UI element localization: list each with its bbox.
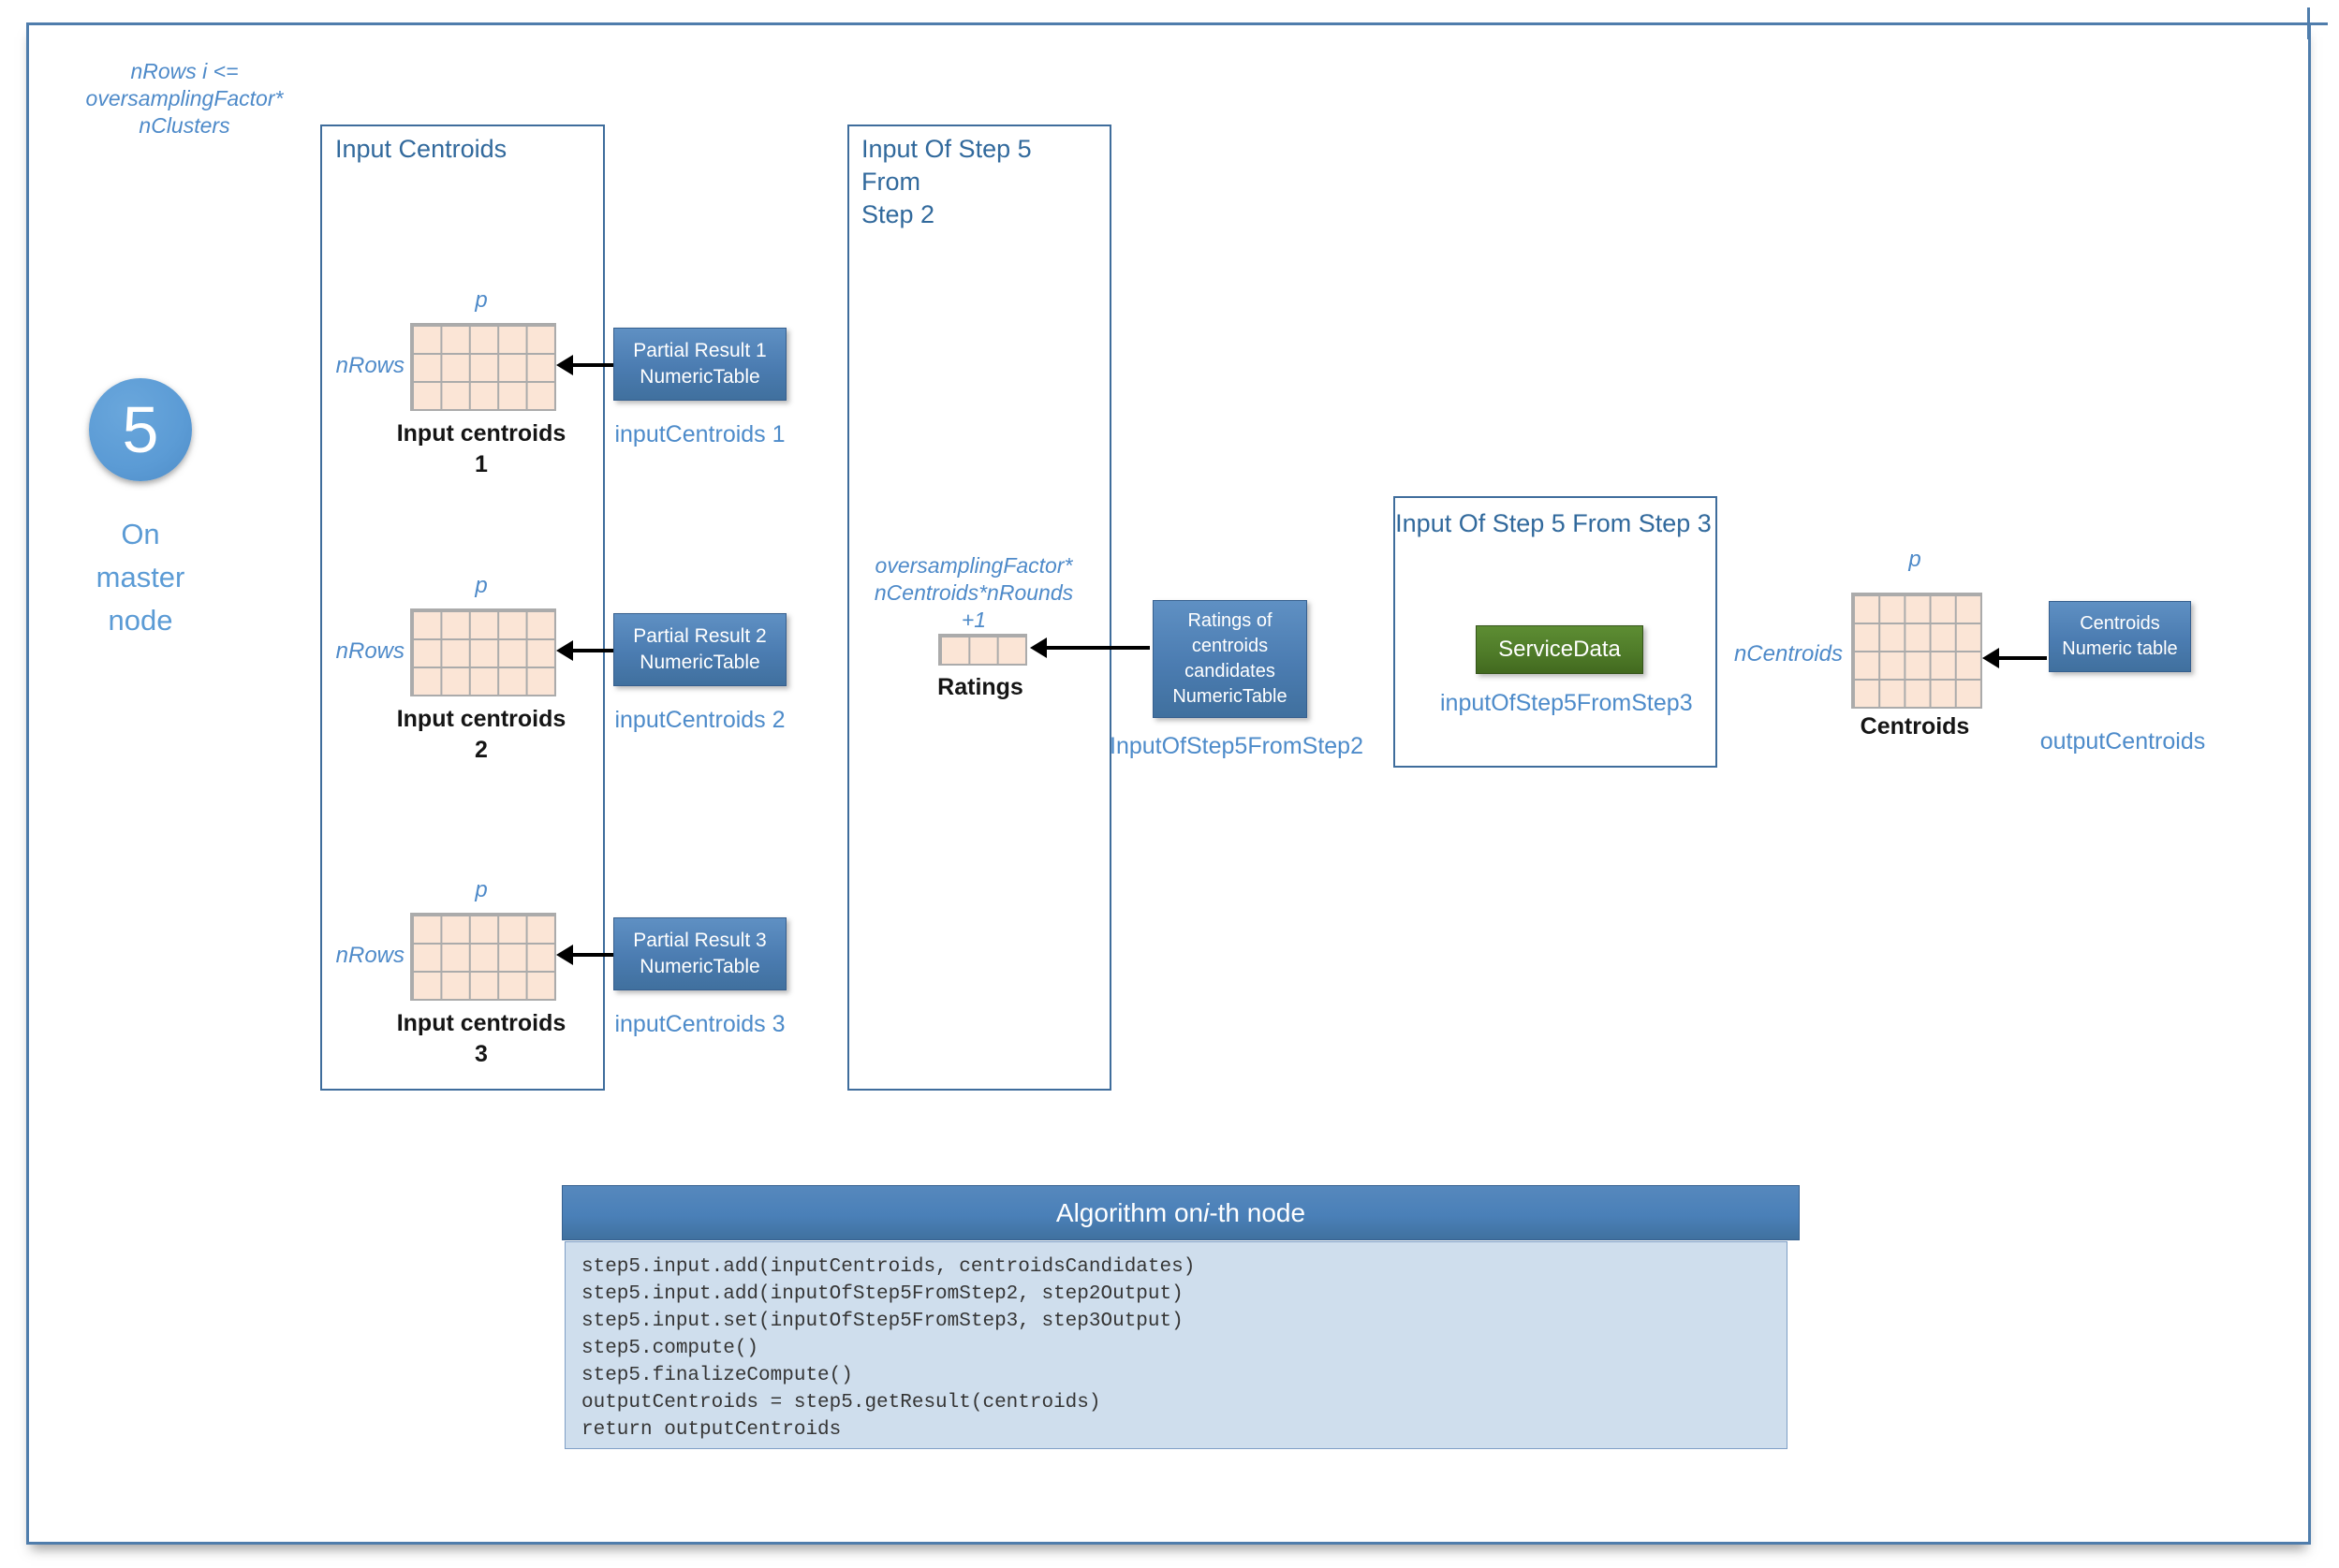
algorithm-title-prefix: Algorithm on (1055, 1197, 1204, 1227)
dim-line: nCentroids*nRounds (874, 579, 1074, 605)
code-line: step5.input.add(inputCentroids, centroid… (581, 1256, 1196, 1278)
ratings-dim-label: oversamplingFactor* nCentroids*nRounds +… (850, 552, 1097, 633)
grid-caption: Input centroids 2 (382, 704, 581, 765)
numeric-table-grid (410, 323, 556, 411)
step2-panel (847, 125, 1111, 1091)
rows-dim-label: nRows (335, 638, 405, 664)
caption-line: master (96, 560, 185, 593)
centroids-node-box: Centroids Numeric table (2049, 593, 2196, 703)
arrow-to-grid (556, 945, 613, 965)
variable-label: inputCentroids 1 (614, 421, 786, 447)
algorithm-title-suffix: -th node (1209, 1197, 1306, 1227)
partial-result-node-box: Partial Result 1 NumericTable (613, 321, 794, 407)
caption-line: Input centroids (396, 706, 566, 732)
ratings-caption: Ratings (937, 674, 1023, 700)
node-box-line: Centroids (2080, 613, 2160, 634)
code-line: step5.compute() (581, 1338, 759, 1359)
constraint-line: oversamplingFactor* (85, 85, 284, 110)
code-line: step5.input.add(inputOfStep5FromStep2, s… (581, 1283, 1184, 1305)
arrow-to-grid (556, 640, 613, 661)
centroids-caption: Centroids (1860, 713, 1970, 740)
partial-result-node-box: Partial Result 2 NumericTable (613, 607, 794, 693)
ratings-strip-grid (938, 634, 1027, 666)
variable-label: InputOfStep5FromStep2 (1110, 733, 1363, 759)
variable-label: inputCentroids 3 (614, 1011, 786, 1037)
variable-label: outputCentroids (2039, 728, 2206, 755)
constraint-annotation: nRows i <= oversamplingFactor* nClusters (58, 58, 311, 139)
constraint-line: nClusters (139, 112, 230, 138)
node-box-line: Ratings of (1187, 610, 1272, 631)
code-line: step5.input.set(inputOfStep5FromStep3, s… (581, 1311, 1184, 1332)
rows-dim-label: nRows (335, 943, 405, 968)
code-line: return outputCentroids (581, 1419, 842, 1441)
caption-index: 3 (475, 1040, 488, 1067)
node-box-line: NumericTable (640, 366, 760, 388)
grid-caption: Input centroids 3 (382, 1008, 581, 1069)
frame-corner-overshoot-horizontal (2294, 22, 2328, 25)
step-number-badge: 5 (89, 378, 192, 481)
code-line: outputCentroids = step5.getResult(centro… (581, 1392, 1101, 1414)
numeric-table-grid (410, 608, 556, 696)
centroids-grid (1851, 593, 1982, 709)
constraint-line: nRows i <= (130, 59, 239, 83)
title-line: Step 2 (861, 200, 935, 229)
algorithm-code-panel: step5.input.add(inputCentroids, centroid… (565, 1241, 1787, 1449)
service-data-label: ServiceData (1498, 637, 1621, 662)
node-box-line: NumericTable (640, 652, 760, 673)
service-data-box: ServiceData (1476, 618, 1643, 681)
dim-line: oversamplingFactor* (875, 553, 1073, 578)
rows-dim-label: nCentroids (1733, 641, 1843, 667)
step2-panel-title: Input Of Step 5 From Step 2 (861, 133, 1096, 231)
code-line: step5.finalizeCompute() (581, 1365, 853, 1386)
variable-label: inputOfStep5FromStep3 (1440, 690, 1693, 716)
caption-index: 1 (475, 450, 488, 477)
cols-dim-label: p (475, 287, 488, 313)
rows-dim-label: nRows (335, 353, 405, 378)
grid-caption: Input centroids 1 (382, 418, 581, 479)
node-box-line: centroids (1191, 636, 1269, 656)
cols-dim-label: p (475, 573, 488, 598)
step3-panel-title: Input Of Step 5 From Step 3 (1395, 509, 1712, 537)
node-box-line: Partial Result 3 (633, 929, 767, 951)
caption-line: On (121, 518, 160, 550)
node-box-line: Partial Result 1 (633, 339, 767, 361)
caption-index: 2 (475, 736, 488, 763)
cols-dim-label: p (475, 877, 488, 902)
node-box-line: NumericTable (1172, 686, 1287, 707)
step-number: 5 (122, 393, 159, 466)
caption-line: node (108, 603, 173, 637)
partial-result-node-box: Partial Result 3 NumericTable (613, 911, 794, 997)
algorithm-title-italic: i (1203, 1197, 1210, 1227)
arrow-to-grid (556, 355, 613, 375)
cols-dim-label: p (1908, 547, 1921, 572)
dim-line: +1 (961, 607, 987, 632)
node-box-line: candidates (1184, 661, 1275, 681)
variable-label: inputCentroids 2 (614, 707, 786, 733)
algorithm-header: Algorithm on i-th node (562, 1178, 1810, 1244)
arrow-to-ratings (1030, 637, 1150, 658)
ratings-node-box: Ratings of centroids candidates NumericT… (1153, 593, 1315, 725)
caption-line: Input centroids (396, 1010, 566, 1036)
arrow-to-centroids (1982, 648, 2047, 668)
title-line: Input Of Step 5 From (861, 135, 1032, 197)
numeric-table-grid (410, 913, 556, 1001)
input-centroids-panel-title: Input Centroids (335, 135, 508, 163)
node-box-line: Numeric table (2062, 638, 2178, 659)
node-box-line: NumericTable (640, 956, 760, 977)
step-location-caption: On master node (56, 513, 225, 642)
caption-line: Input centroids (396, 420, 566, 447)
node-box-line: Partial Result 2 (633, 624, 767, 647)
